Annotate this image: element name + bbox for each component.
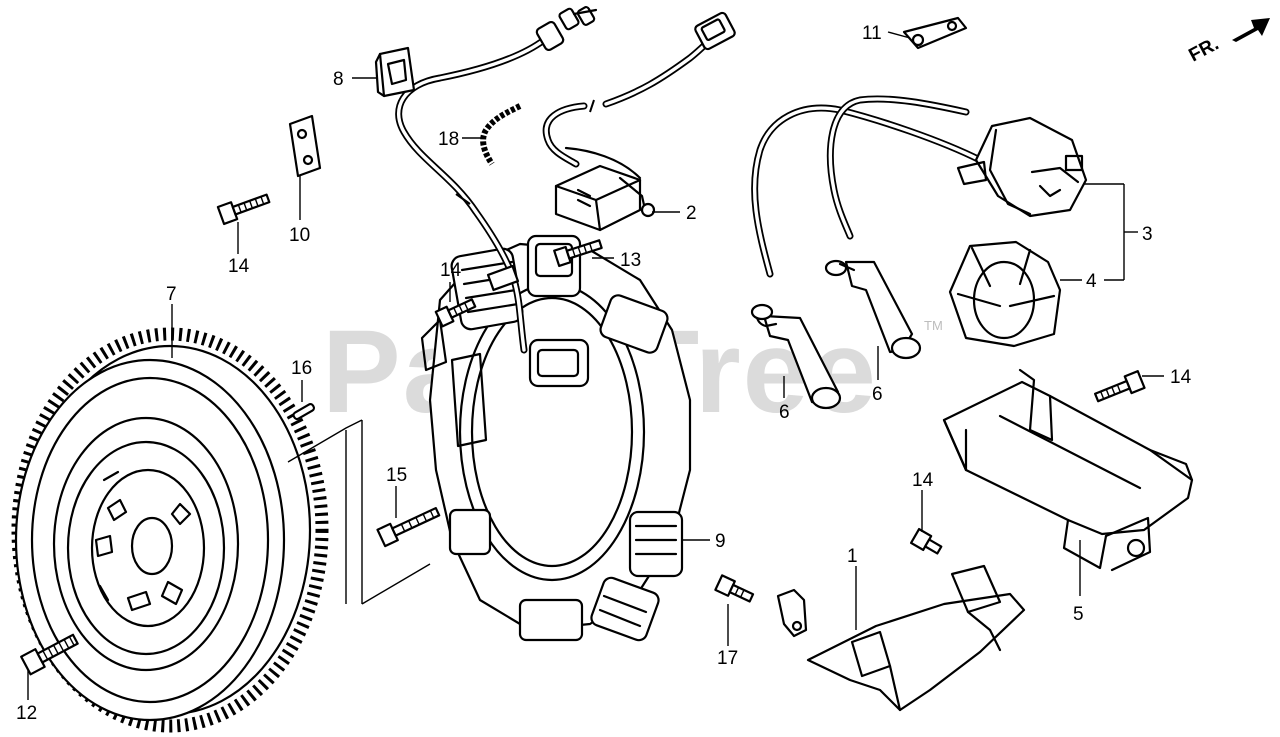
callout-7: 7	[166, 284, 177, 305]
callout-2: 2	[686, 203, 697, 224]
callout-8: 8	[333, 69, 344, 90]
callout-10: 10	[289, 225, 310, 246]
callout-15: 15	[386, 465, 407, 486]
callout-6-right: 6	[872, 384, 883, 405]
bolt-14-upper-left	[216, 193, 271, 226]
pin	[292, 403, 316, 421]
bolt-15	[376, 506, 441, 548]
cord-clip	[374, 46, 416, 98]
retainer-clip	[902, 16, 968, 50]
lower-bracket	[806, 564, 1026, 712]
callout-6-left: 6	[779, 402, 790, 423]
front-indicator: FR.	[1185, 18, 1270, 66]
bolt-12	[20, 633, 79, 676]
bolt-13	[553, 239, 603, 268]
flywheel	[11, 327, 431, 733]
callout-13: 13	[620, 250, 641, 271]
callout-17: 17	[717, 648, 738, 669]
callout-18: 18	[438, 129, 459, 150]
callout-12: 12	[16, 703, 37, 724]
front-arrow-icon	[1232, 18, 1270, 42]
mounting-plate	[288, 114, 322, 178]
coil-holder	[948, 240, 1062, 348]
stator-lead-wire	[395, 6, 598, 354]
watermark-tm: TM	[924, 318, 943, 333]
ignition-module	[542, 11, 736, 232]
callout-5: 5	[1073, 604, 1084, 625]
bolt-14-center	[434, 298, 477, 328]
spark-plug-cap-right	[824, 259, 922, 360]
bolt-14-right	[1094, 370, 1146, 403]
callout-4: 4	[1086, 271, 1097, 292]
stator	[420, 234, 692, 642]
bolt-17	[714, 574, 755, 603]
bolt-14-lower	[909, 527, 943, 555]
callout-1: 1	[847, 546, 858, 567]
callout-14-upper-left: 14	[228, 256, 250, 277]
callout-9: 9	[715, 531, 726, 552]
callout-3: 3	[1142, 224, 1153, 245]
wire-spring	[480, 103, 522, 166]
callout-14-center: 14	[440, 260, 462, 281]
callout-16: 16	[291, 358, 312, 379]
callout-11: 11	[862, 23, 882, 44]
callout-14-lower: 14	[912, 470, 934, 491]
callouts: 1 2 3 4 5 6 6 7 8 9 10 11 12 13 14 14 14…	[16, 23, 1192, 724]
ignition-coil	[751, 95, 1088, 278]
front-indicator-label: FR.	[1185, 34, 1222, 67]
spark-plug-cap-left	[750, 303, 842, 410]
ground-terminal	[776, 588, 808, 638]
leader-lines	[27, 31, 1164, 700]
callout-14-right: 14	[1170, 367, 1192, 388]
coil-bracket	[942, 368, 1194, 572]
